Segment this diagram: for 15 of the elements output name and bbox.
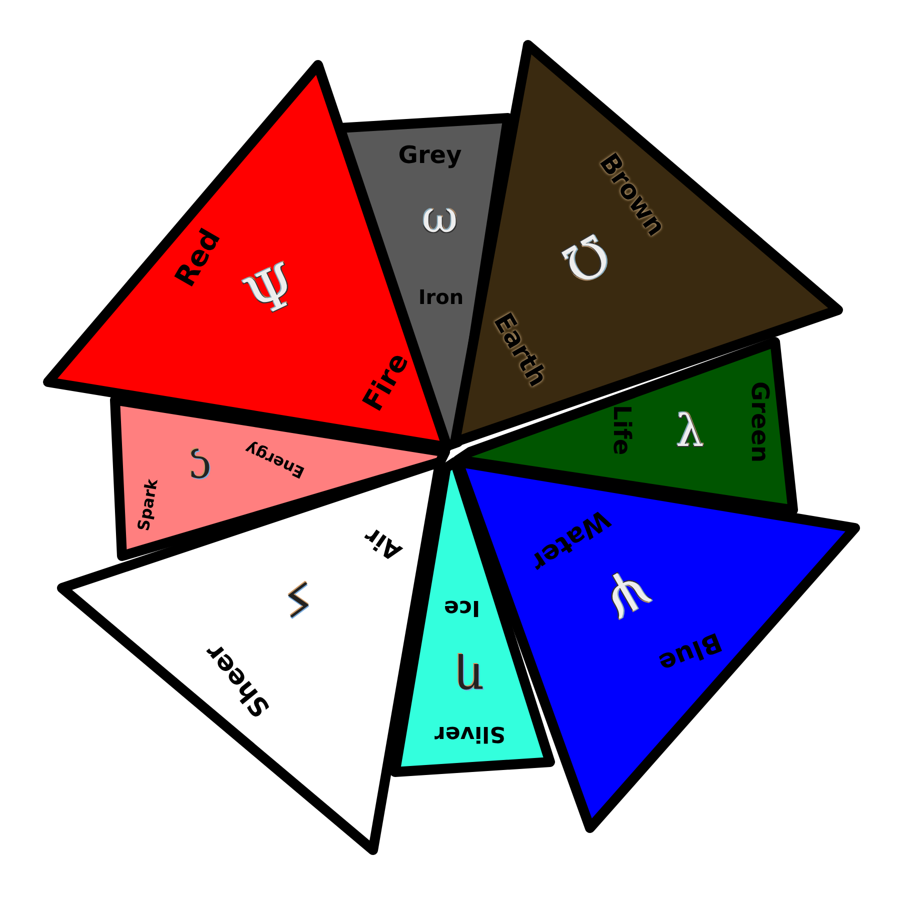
shape-label: Grey	[398, 143, 462, 167]
symbol-glyph: ϟ	[273, 569, 327, 627]
symbol-glyph: η	[456, 656, 484, 704]
symbol-glyph: ς	[188, 450, 212, 490]
element-label: Air	[360, 523, 406, 565]
symbol-glyph: Ω	[554, 224, 618, 292]
symbol-glyph: ω	[422, 196, 458, 240]
element-label: Ice	[444, 596, 480, 618]
shape-label: Spark	[136, 478, 160, 532]
element-label: Iron	[418, 287, 464, 307]
shape-label: Sliver	[434, 722, 506, 744]
symbol-glyph: Ψ	[238, 256, 306, 328]
shape-label: Green	[748, 381, 772, 463]
element-label: Life	[610, 404, 634, 456]
symbol-glyph: λ	[676, 410, 704, 454]
